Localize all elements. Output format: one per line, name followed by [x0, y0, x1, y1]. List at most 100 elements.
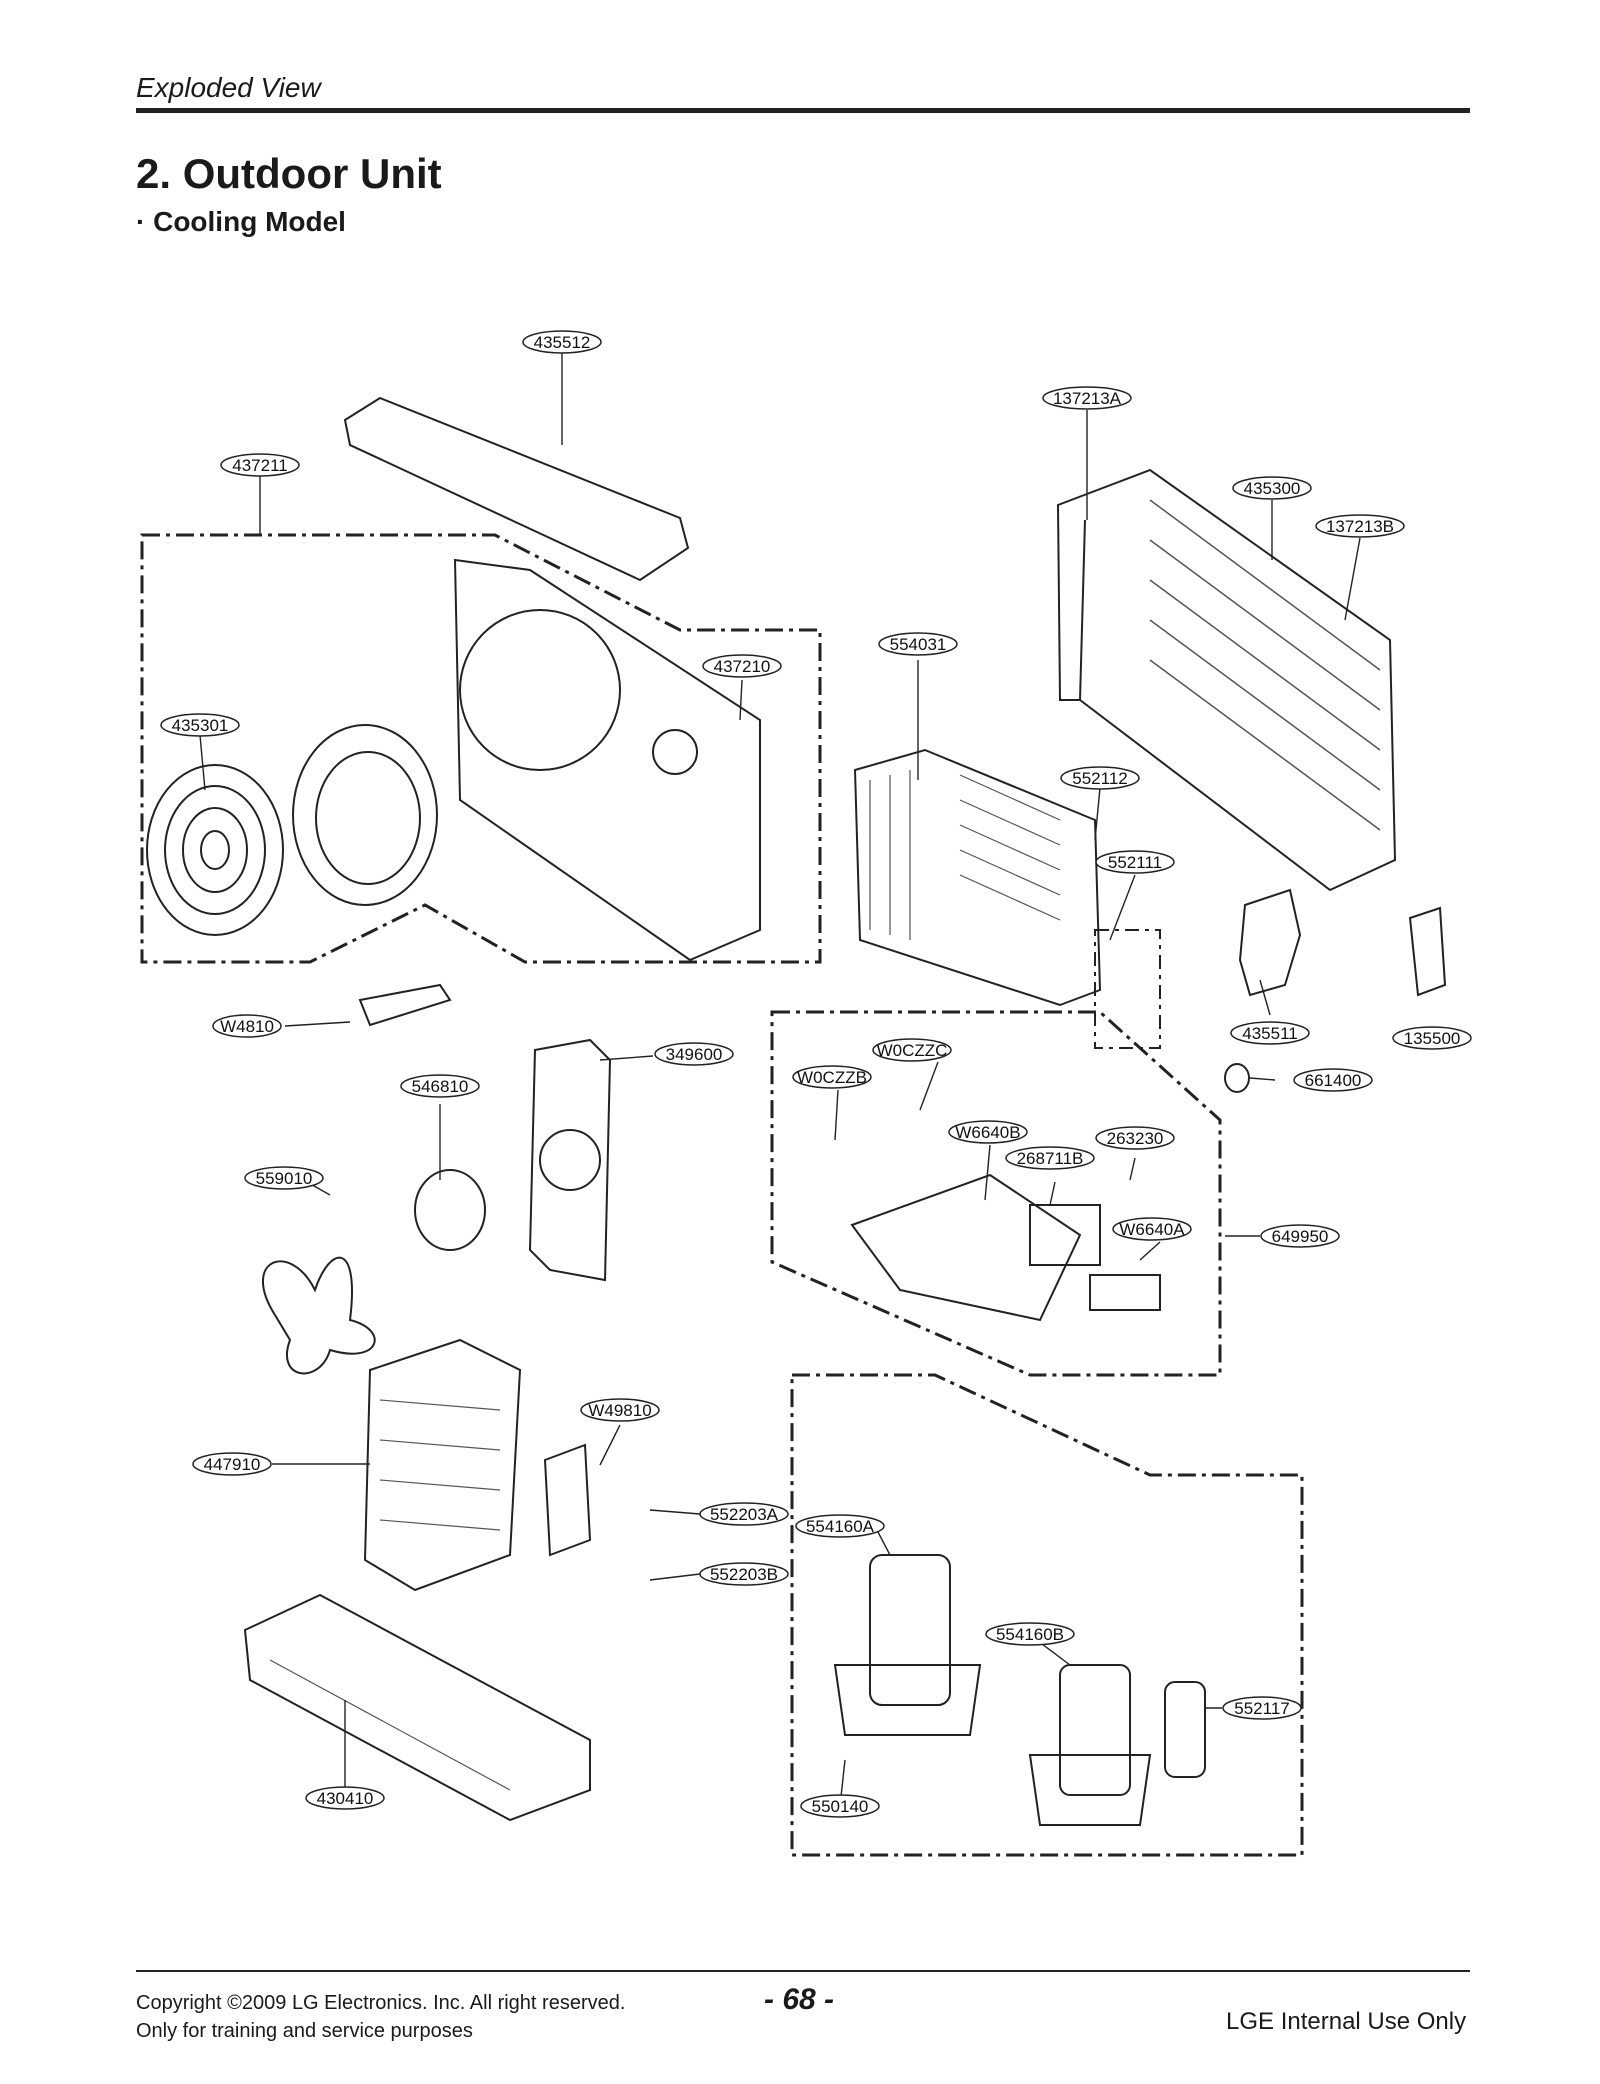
callout-oval: [1260, 1224, 1340, 1248]
callout-label: 552117: [1234, 1699, 1289, 1718]
callout-oval: [522, 330, 602, 354]
callout-oval: [212, 1014, 282, 1038]
part-callout: 649950: [1260, 1224, 1340, 1248]
part-callout: 552112: [1060, 766, 1140, 790]
part-callout: 135500: [1392, 1026, 1472, 1050]
callout-label: W6640B: [955, 1123, 1020, 1142]
callout-label: 552203B: [710, 1565, 778, 1584]
callout-oval: [1222, 1696, 1302, 1720]
callout-oval: [400, 1074, 480, 1098]
part-callout: 430410: [305, 1786, 385, 1810]
callout-oval: [800, 1794, 880, 1818]
footer-internal: LGE Internal Use Only: [1226, 2008, 1467, 2035]
part-callout: 349600: [654, 1042, 734, 1066]
callout-label: 268711B: [1017, 1149, 1084, 1168]
part-callout: 435301: [160, 713, 240, 737]
part-callout: 435512: [522, 330, 602, 354]
part-callout: 437210: [702, 654, 782, 678]
callout-label: 559010: [256, 1169, 313, 1188]
callout-oval: [1315, 514, 1405, 538]
page-title: 2. Outdoor Unit: [136, 150, 442, 197]
part-callout: 437211: [220, 453, 300, 477]
part-callout: 435511: [1230, 1021, 1310, 1045]
callout-oval: [244, 1166, 324, 1190]
front-panel-drawing: [453, 558, 761, 962]
fan-motor-drawing: [414, 1169, 486, 1251]
propeller-fan-drawing: [262, 1256, 376, 1375]
base-pan-drawing: [243, 1593, 591, 1822]
accumulator-drawing: [1164, 1681, 1206, 1778]
callout-label: 649950: [1272, 1227, 1329, 1246]
part-callout: 550140: [800, 1794, 880, 1818]
cover-drawing: [1238, 888, 1302, 997]
callout-oval: [878, 632, 958, 656]
callout-label: 435512: [534, 333, 591, 352]
barrier-panel-drawing: [363, 1338, 522, 1592]
callout-label: 137213B: [1326, 517, 1394, 536]
callout-oval: [795, 1514, 885, 1538]
front-grille-boundary: [140, 533, 822, 964]
callout-label: W4810: [220, 1017, 274, 1036]
part-callout: W6640A: [1112, 1217, 1192, 1241]
part-callout: 552111: [1095, 850, 1175, 874]
part-callout: 546810: [400, 1074, 480, 1098]
page-subtitle: · Cooling Model: [136, 206, 346, 237]
page-number: - 68 -: [764, 1983, 835, 2016]
part-callout: W49810: [580, 1398, 660, 1422]
callout-oval: [985, 1622, 1075, 1646]
callout-oval: [305, 1786, 385, 1810]
part-callout: W4810: [212, 1014, 282, 1038]
header-rule: [136, 108, 1470, 113]
callout-oval: [1293, 1068, 1373, 1092]
callout-label: 546810: [412, 1077, 469, 1096]
part-callout: 559010: [244, 1166, 324, 1190]
callout-label: 349600: [666, 1045, 723, 1064]
callout-label: 554031: [890, 635, 947, 654]
top-panel-drawing: [343, 396, 690, 582]
part-callout: 137213B: [1315, 514, 1405, 538]
callout-label: 430410: [317, 1789, 374, 1808]
part-callout: W6640B: [948, 1120, 1028, 1144]
callout-oval: [702, 654, 782, 678]
part-callout: 447910: [192, 1452, 272, 1476]
callout-label: 550140: [812, 1797, 869, 1816]
part-callout: 552203A: [699, 1502, 789, 1526]
callout-label: 552111: [1108, 853, 1162, 872]
footer-copyright: Copyright ©2009 LG Electronics. Inc. All…: [136, 1992, 626, 2014]
motor-bracket-drawing: [528, 1038, 612, 1282]
callout-oval: [160, 713, 240, 737]
fan-guard-drawing: [146, 764, 284, 936]
part-callout: 268711B: [1005, 1146, 1095, 1170]
callout-label: W0CZZC: [877, 1041, 948, 1060]
callout-oval: [872, 1038, 952, 1062]
callout-label: W0CZZB: [797, 1068, 867, 1087]
compressor-b-drawing: [1059, 1664, 1131, 1796]
callout-label: W6640A: [1119, 1220, 1185, 1239]
compressor-boundary: [790, 1373, 1304, 1857]
callout-oval: [792, 1065, 872, 1089]
callout-oval: [1230, 1021, 1310, 1045]
callout-label: 263230: [1107, 1129, 1164, 1148]
callout-label: 137213A: [1053, 389, 1122, 408]
part-callout: 263230: [1095, 1126, 1175, 1150]
callout-label: 435511: [1242, 1024, 1297, 1043]
callout-label: 435301: [172, 716, 229, 735]
part-callout: 435300: [1232, 476, 1312, 500]
callout-label: 135500: [1404, 1029, 1461, 1048]
section-header: Exploded View: [136, 72, 321, 103]
support-bracket-drawing: [358, 983, 452, 1027]
callout-oval: [1095, 850, 1175, 874]
callout-oval: [580, 1398, 660, 1422]
callout-label: W49810: [588, 1401, 651, 1420]
callout-oval: [654, 1042, 734, 1066]
part-callout: W0CZZB: [792, 1065, 872, 1089]
callout-oval: [1042, 386, 1132, 410]
callout-oval: [1112, 1217, 1192, 1241]
callout-label: 552112: [1072, 769, 1127, 788]
side-panel-drawing: [1056, 468, 1397, 892]
part-callout: 552117: [1222, 1696, 1302, 1720]
condenser-drawing: [853, 748, 1102, 1007]
valve-plate-drawing: [543, 1443, 592, 1557]
callout-label: 661400: [1305, 1071, 1362, 1090]
callout-oval: [1232, 476, 1312, 500]
